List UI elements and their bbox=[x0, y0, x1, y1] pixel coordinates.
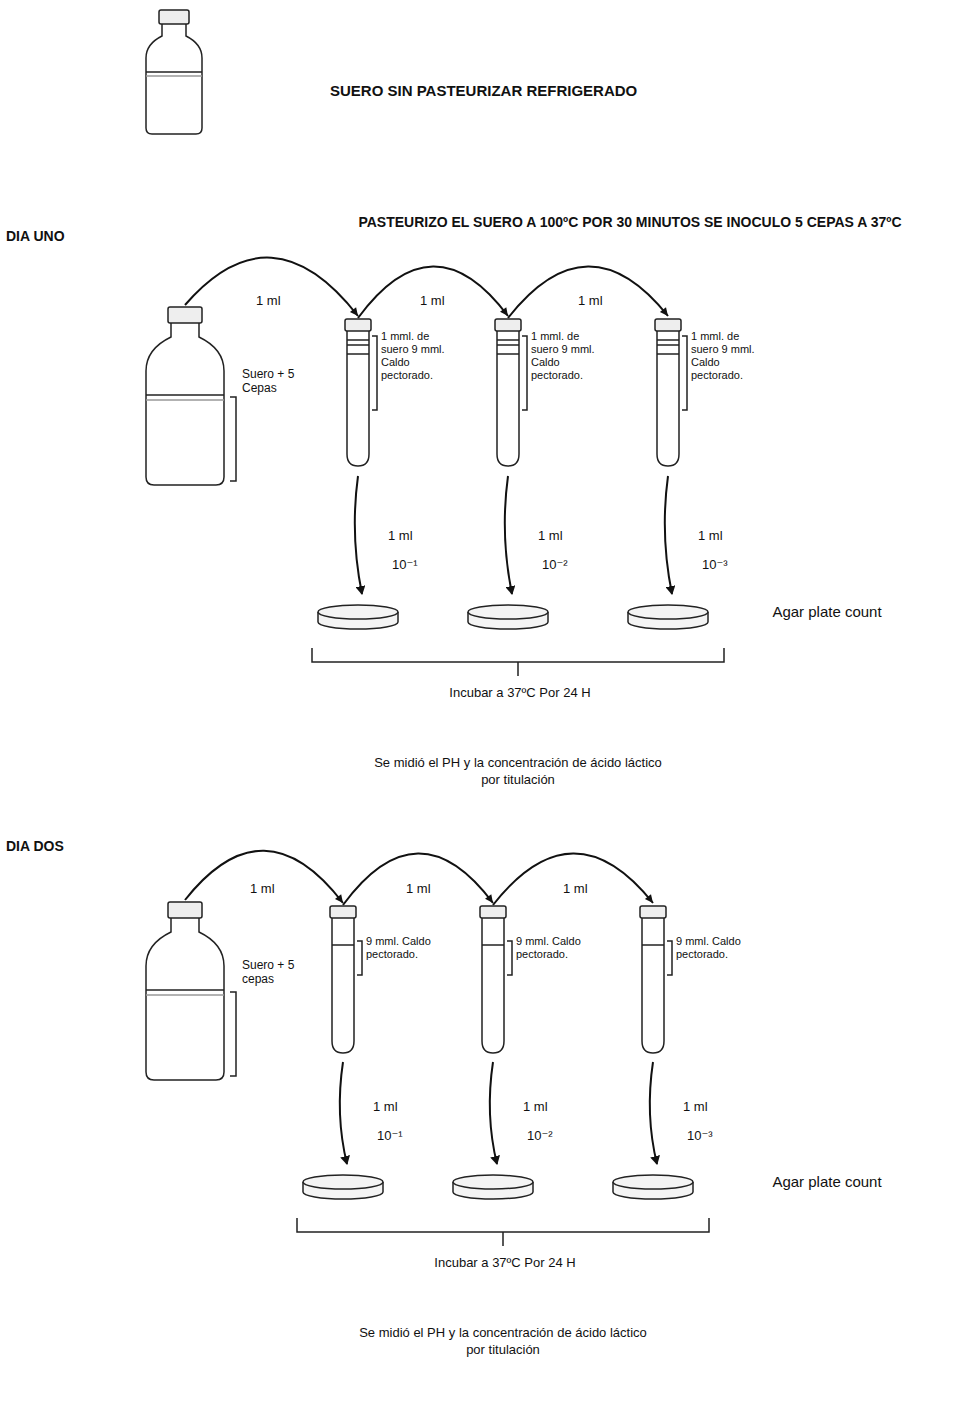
plate-arrows-day-two bbox=[340, 1062, 657, 1164]
bracket-mark bbox=[228, 305, 240, 487]
note-label: 10⁻¹ bbox=[377, 1127, 427, 1144]
day-heading: DIA UNO bbox=[6, 228, 96, 245]
note-label: 1 ml bbox=[523, 1098, 573, 1115]
agar-plates-day-two bbox=[303, 1175, 693, 1199]
note-label: Agar plate count bbox=[772, 1173, 882, 1190]
tube-label: 9 mml. Caldo pectorado. bbox=[516, 935, 588, 961]
tube-node: 9 mml. Caldo pectorado. bbox=[328, 905, 442, 1055]
edge-label: 1 ml bbox=[248, 881, 277, 896]
agar-plates-day-one bbox=[318, 605, 708, 629]
tube-label: 9 mml. Caldo pectorado. bbox=[676, 935, 748, 961]
note-label: 1 ml bbox=[538, 527, 588, 544]
bottle-shape bbox=[140, 305, 236, 487]
note-label: 10⁻² bbox=[527, 1127, 577, 1144]
note-label: Agar plate count bbox=[772, 603, 882, 620]
test-tube-shape bbox=[638, 905, 678, 1055]
note-label: SUERO SIN PASTEURIZAR REFRIGERADO bbox=[330, 82, 790, 99]
transfer-arrow bbox=[343, 853, 493, 905]
test-tube-shape bbox=[343, 318, 383, 468]
note-label: 10⁻² bbox=[542, 556, 592, 573]
tube-label: 9 mml. Caldo pectorado. bbox=[366, 935, 438, 961]
note-label: PASTEURIZO EL SUERO A 100ºC POR 30 MINUT… bbox=[330, 214, 930, 231]
plate-arrows-day-one bbox=[355, 476, 672, 594]
tube-label: 1 mml. de suero 9 mml. Caldo pectorado. bbox=[691, 330, 763, 382]
note-label: 1 ml bbox=[373, 1098, 423, 1115]
transfer-arrow bbox=[358, 266, 508, 318]
note-label: 10⁻³ bbox=[702, 556, 752, 573]
edge-label: 1 ml bbox=[561, 881, 590, 896]
tube-node: 1 mml. de suero 9 mml. Caldo pectorado. bbox=[343, 318, 457, 468]
tube-label: 1 mml. de suero 9 mml. Caldo pectorado. bbox=[381, 330, 453, 382]
test-tube-shape bbox=[653, 318, 693, 468]
edge-label: 1 ml bbox=[576, 293, 605, 308]
tube-node: 1 mml. de suero 9 mml. Caldo pectorado. bbox=[653, 318, 767, 468]
note-label: Se midió el PH y la concentración de áci… bbox=[368, 754, 668, 788]
edge-label: 1 ml bbox=[254, 293, 283, 308]
tube-node: 1 mml. de suero 9 mml. Caldo pectorado. bbox=[493, 318, 607, 468]
bottle-label: Suero + 5 Cepas bbox=[242, 367, 312, 395]
bracket-mark bbox=[228, 900, 240, 1082]
transfer-arrow bbox=[185, 258, 358, 316]
note-label: 1 ml bbox=[388, 527, 438, 544]
bottle-node: Suero + 5 cepas bbox=[140, 900, 316, 1082]
transfer-arrow bbox=[185, 851, 343, 903]
group-bracket bbox=[297, 1218, 709, 1246]
bottle-drawing bbox=[146, 10, 202, 134]
group-bracket bbox=[312, 648, 724, 676]
day-heading: DIA DOS bbox=[6, 838, 96, 855]
transfer-arrow bbox=[493, 853, 653, 905]
bottle-label: Suero + 5 cepas bbox=[242, 958, 312, 986]
note-label: Incubar a 37ºC Por 24 H bbox=[395, 1254, 615, 1271]
edge-label: 1 ml bbox=[418, 293, 447, 308]
note-label: 1 ml bbox=[683, 1098, 733, 1115]
note-label: Incubar a 37ºC Por 24 H bbox=[410, 684, 630, 701]
note-label: Se midió el PH y la concentración de áci… bbox=[353, 1324, 653, 1358]
test-tube-shape bbox=[478, 905, 518, 1055]
tube-node: 9 mml. Caldo pectorado. bbox=[638, 905, 752, 1055]
test-tube-shape bbox=[493, 318, 533, 468]
edge-label: 1 ml bbox=[404, 881, 433, 896]
note-label: 10⁻³ bbox=[687, 1127, 737, 1144]
tube-node: 9 mml. Caldo pectorado. bbox=[478, 905, 592, 1055]
transfer-arrow bbox=[508, 266, 668, 318]
note-label: 10⁻¹ bbox=[392, 556, 442, 573]
bottle-node: Suero + 5 Cepas bbox=[140, 305, 316, 487]
tube-label: 1 mml. de suero 9 mml. Caldo pectorado. bbox=[531, 330, 603, 382]
note-label: 1 ml bbox=[698, 527, 748, 544]
bottle-shape bbox=[140, 900, 236, 1082]
test-tube-shape bbox=[328, 905, 368, 1055]
